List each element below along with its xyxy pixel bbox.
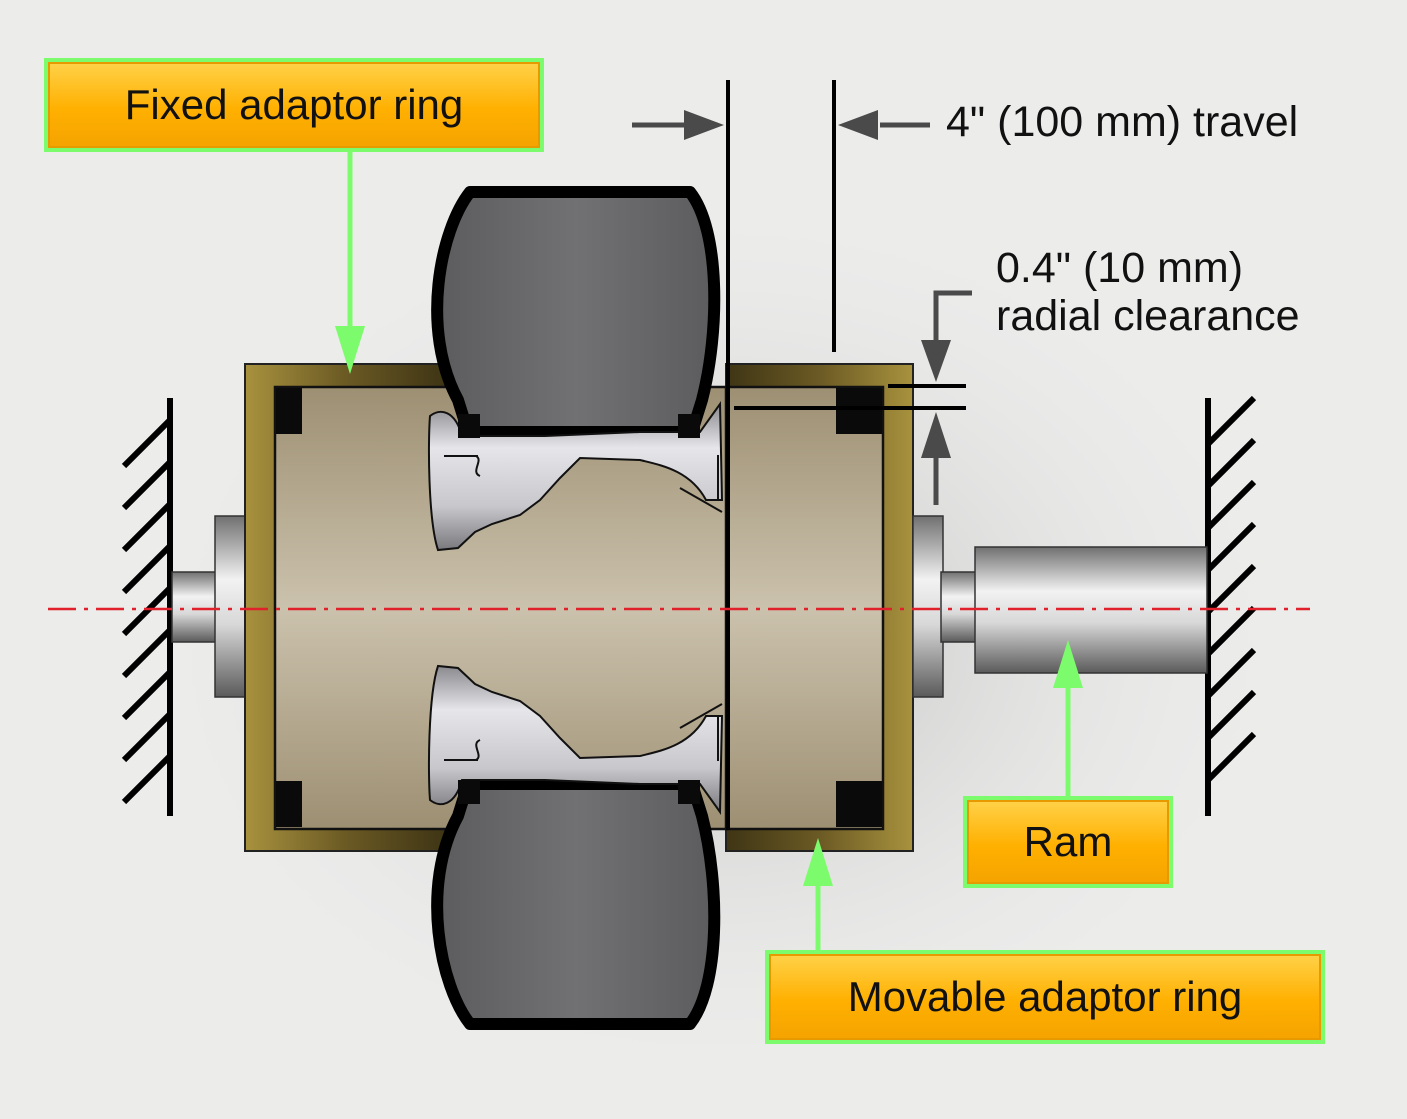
tire-beads <box>458 414 700 804</box>
ram-label: Ram <box>963 796 1173 888</box>
travel-annotation: 4" (100 mm) travel <box>946 98 1299 146</box>
tire-bottom <box>431 778 721 1030</box>
rim-bottom-detail <box>444 703 723 761</box>
rim-top-detail <box>444 455 723 513</box>
seal-blocks <box>276 388 882 827</box>
left-flange <box>214 515 246 698</box>
tire-top <box>431 186 721 438</box>
right-shaft <box>940 571 978 643</box>
clearance-annotation-line2: radial clearance <box>996 292 1300 340</box>
right-flange <box>912 515 944 698</box>
clearance-annotation-line1: 0.4" (10 mm) <box>996 244 1244 292</box>
left-wall <box>121 398 173 816</box>
movable-adaptor-ring-label: Movable adaptor ring <box>765 950 1325 1044</box>
fixed-adaptor-ring-label: Fixed adaptor ring <box>44 58 544 152</box>
left-shaft <box>171 571 218 643</box>
leader-arrows <box>335 152 1083 950</box>
clearance-arrows <box>921 290 972 505</box>
right-wall <box>1205 395 1257 816</box>
travel-arrows <box>632 110 930 140</box>
